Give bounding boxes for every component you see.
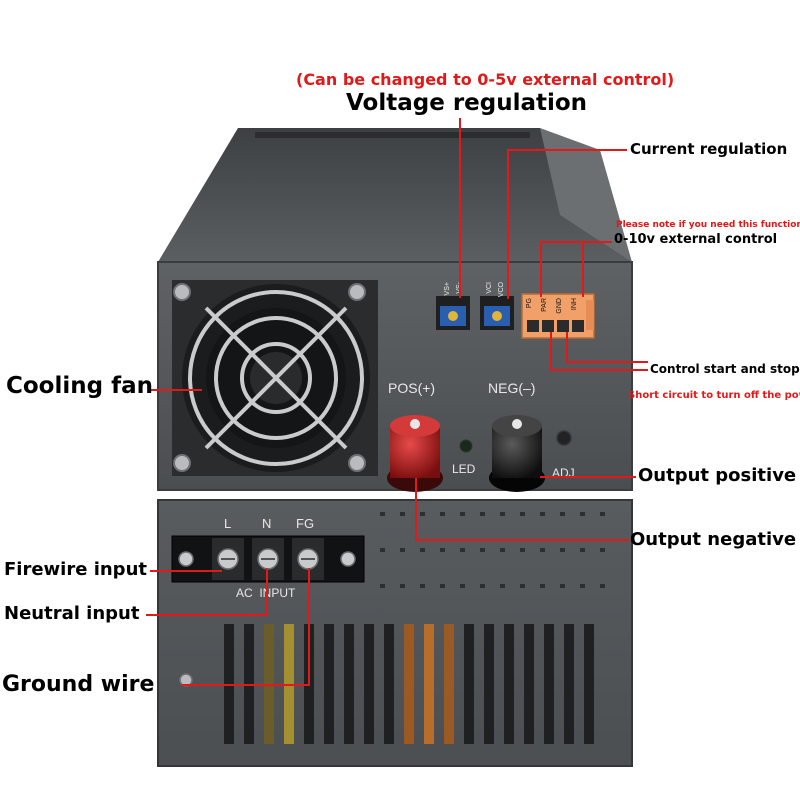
leader-ext-h	[540, 241, 612, 243]
upper-unit	[157, 128, 633, 492]
neg-label: NEG(–)	[488, 380, 536, 396]
leader-firewire	[150, 570, 222, 572]
callout-current-regulation: Current regulation	[630, 140, 788, 158]
leader-ctrl-h2	[566, 361, 648, 363]
pos-terminal[interactable]	[387, 415, 443, 492]
fan-screws	[173, 283, 366, 472]
leader-fan	[150, 389, 202, 391]
lower-screw	[179, 673, 193, 687]
leader-ctrl-h1	[550, 369, 648, 371]
callout-short-circuit-note: Short circuit to turn off the power	[628, 390, 800, 401]
callout-neutral-input: Neutral input	[4, 603, 140, 624]
leader-neutral-v	[266, 568, 268, 616]
case-top-face	[158, 128, 632, 262]
leader-neg-v	[415, 478, 417, 540]
cooling-fan	[172, 280, 378, 476]
pin-par: PAR	[541, 298, 548, 312]
neg-terminal[interactable]	[489, 415, 545, 492]
leader-pos	[540, 476, 636, 478]
pin-inh: INH	[571, 298, 578, 311]
led-label: LED	[452, 462, 476, 476]
current-pot[interactable]	[480, 296, 514, 330]
callout-output-positive: Output positive	[638, 465, 797, 486]
leader-voltage	[459, 118, 461, 298]
pos-label: POS(+)	[388, 380, 436, 396]
lower-vents	[380, 512, 605, 588]
voltage-pot[interactable]	[436, 296, 470, 330]
ac-terminal-block[interactable]	[171, 535, 365, 583]
leader-neutral-h	[146, 614, 268, 616]
callout-external-control: 0-10v external control	[614, 232, 778, 247]
callout-output-negative: Output negative	[630, 529, 797, 550]
leader-ext-v1	[540, 241, 542, 297]
pin-vco: VCO	[498, 282, 505, 298]
leader-ctrl-v2	[566, 332, 568, 362]
callout-ground-wire: Ground wire	[2, 672, 155, 697]
leader-current-h	[507, 149, 627, 151]
leader-current-v	[507, 149, 509, 299]
leader-ground-v	[308, 568, 310, 686]
led-indicator	[459, 439, 473, 453]
case-side-face	[540, 128, 632, 262]
callout-cooling-fan: Cooling fan	[6, 373, 153, 399]
control-terminal-block[interactable]	[521, 293, 595, 339]
callout-firewire-input: Firewire input	[4, 559, 147, 580]
top-vents	[255, 132, 530, 138]
leader-ctrl-v1	[550, 332, 552, 370]
pin-vs-plus: VS+	[444, 282, 451, 296]
pin-pg: PG	[526, 298, 533, 309]
adj-hole[interactable]	[556, 430, 572, 446]
terminal-fg-label: FG	[296, 516, 315, 531]
callout-control-start-stop: Control start and stop	[650, 362, 800, 376]
pin-vci: VCI	[486, 282, 493, 294]
top-note: (Can be changed to 0-5v external control…	[296, 70, 675, 89]
callout-voltage-regulation: Voltage regulation	[346, 90, 588, 116]
leader-neg-h	[415, 539, 629, 541]
callout-function-note: Please note if you need this function	[616, 220, 800, 230]
leader-ground-h	[182, 684, 310, 686]
ac-input-label: AC INPUT	[236, 586, 296, 600]
leader-ext-v2	[582, 241, 584, 297]
lower-unit	[157, 499, 633, 767]
terminal-n-label: N	[262, 516, 272, 531]
pin-gnd: GND	[556, 298, 563, 314]
terminal-l-label: L	[224, 516, 232, 531]
